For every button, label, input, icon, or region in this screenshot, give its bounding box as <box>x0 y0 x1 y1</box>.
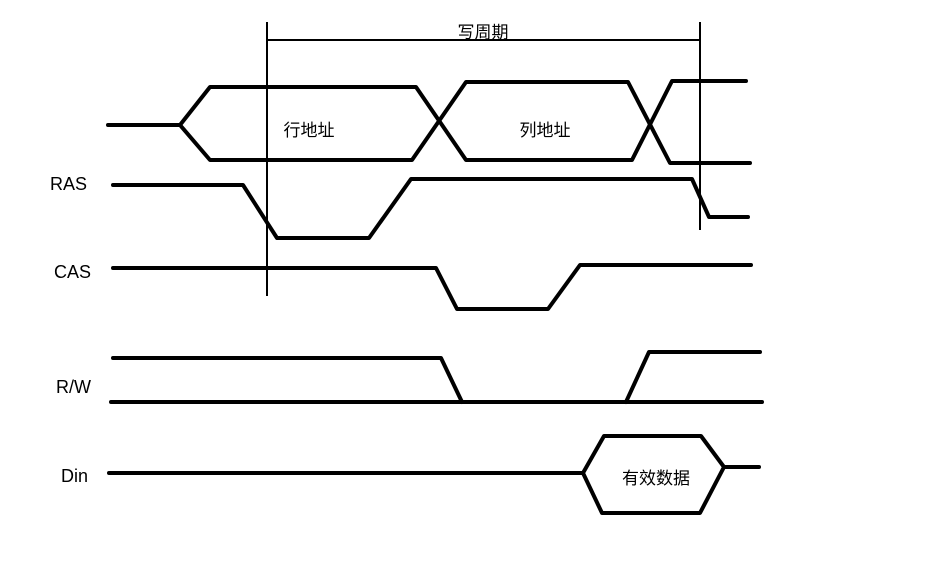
cas-waveform <box>111 263 753 311</box>
ras-waveform-group: RAS <box>50 174 750 240</box>
write-cycle-label: 写周期 <box>458 23 509 43</box>
address-bus-upper-line <box>106 79 748 162</box>
row-address-label: 行地址 <box>284 121 335 141</box>
din-waveform-group: Din 有效数据 <box>61 434 761 515</box>
rw-rising-line <box>624 350 762 404</box>
address-bus-lower-line <box>178 80 752 165</box>
cas-waveform-group: CAS <box>54 262 753 311</box>
column-address-label: 列地址 <box>520 121 571 141</box>
din-label: Din <box>61 466 88 486</box>
rw-waveform-group: R/W <box>56 350 764 404</box>
rw-upper-falling-line <box>111 356 464 404</box>
valid-data-label: 有效数据 <box>622 469 690 489</box>
rw-label: R/W <box>56 377 91 397</box>
ras-waveform <box>111 177 750 240</box>
ras-label: RAS <box>50 174 87 194</box>
cas-label: CAS <box>54 262 91 282</box>
address-bus-waveform: 行地址 列地址 <box>106 79 752 165</box>
